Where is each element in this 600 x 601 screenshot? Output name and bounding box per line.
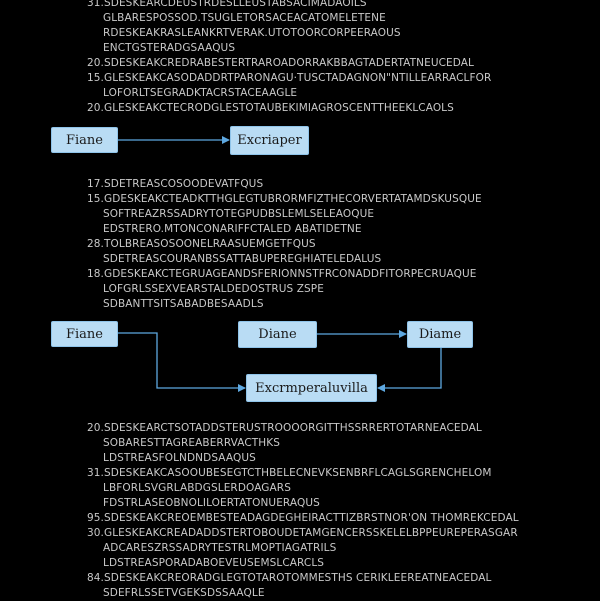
text-line: 30.GLESKEAKCREADADDSTERTOBOUDETAMGENCERS…: [87, 527, 518, 539]
text-line: EDSTRERO.MTONCONARIFFCTALED ABATIDETNE: [103, 223, 362, 235]
text-line: RDESKEAKRASLEANKRTVERAK.UTOTOORCORPEERAO…: [103, 27, 401, 39]
node-diane: Diane: [238, 321, 317, 348]
node-excrmperaluvilla: Excrmperaluvilla: [246, 374, 377, 402]
node-fiane-top: Fiane: [51, 127, 118, 153]
node-diame: Diame: [407, 321, 473, 348]
edge-diame-to-excrmperaluvilla: [377, 348, 442, 392]
text-line: GLBARESPOSSOD.TSUGLETORSACEACATOMELETENE: [103, 12, 386, 24]
text-line: ENCTGSTERADGSAAQUS: [103, 42, 236, 54]
text-line: SOBARESTTAGREABERRVACTHKS: [103, 437, 281, 449]
node-fiane-bottom: Fiane: [51, 321, 118, 347]
text-line: 15.GLESKEAKCASODADDRTPARONAGU·TUSCTADAGN…: [87, 72, 492, 84]
text-line: 20.SDESKEAKCREDRABESTERTRAROADORRAKBBAGT…: [87, 57, 475, 69]
text-line: 17.SDETREASCOSOODEVATFQUS: [87, 178, 264, 190]
text-line: ADCARESZRSSADRYTESTRLMOPTIAGATRILS: [103, 542, 337, 554]
text-line: FDSTRLASEOBNOLILOERTATONUERAQUS: [103, 497, 320, 509]
text-line: 20.SDESKEARCTSOTADDSTERUSTROOOORGITTHSSR…: [87, 422, 482, 434]
text-line: 95.SDESKEAKCREOEMBESTEADAGDEGHEIRACTTIZB…: [87, 512, 519, 524]
text-line: LOFGRLSSEXVEARSTALDEDOSTRUS ZSPE: [103, 283, 324, 295]
text-line: SDEFRLSSETVGEKSDSSAAQLE: [103, 587, 265, 599]
text-line: 18.GDESKEAKCTEGRUAGEANDSFERIONNSTFRCONAD…: [87, 268, 477, 280]
text-line: 28.TOLBREASOSOONELRAASUEMGETFQUS: [87, 238, 316, 250]
text-block-1: 31.SDESKEARCDEUSTRDESLLEUSTABSACIMADAOIL…: [87, 0, 491, 116]
text-line: SOFTREAZRSSADRYTOTEGPUDBSLEMLSELEAOQUE: [103, 208, 375, 220]
edge-fiane-to-excrmperaluvilla: [118, 332, 246, 392]
text-block-3: 20.SDESKEARCTSOTADDSTERUSTROOOORGITTHSSR…: [87, 421, 519, 601]
text-line: 15.GDESKEAKCTEADKTTHGLEGTUBRORMFIZTHECOR…: [87, 193, 482, 205]
text-line: 31.SDESKEARCDEUSTRDESLLEUSTABSACIMADAOIL…: [87, 0, 367, 9]
text-line: SDBANTTSITSABADBESAADLS: [103, 298, 264, 310]
text-line: 84.SDESKEAKCREORADGLEGTOTAROTOMMESTHS CE…: [87, 572, 492, 584]
text-line: LBFORLSVGRLABDGSLERDOAGARS: [103, 482, 291, 494]
text-line: SDETREASCOURANBSSATTABUPEREGHIATELEDALUS: [103, 253, 382, 265]
text-line: LOFORLTSEGRADKTACRSTACEAAGLE: [103, 87, 298, 99]
text-block-2: 17.SDETREASCOSOODEVATFQUS 15.GDESKEAKCTEA…: [87, 177, 482, 312]
text-line: LDSTREASPORADABOEVEUSEMSLCARCLS: [103, 557, 325, 569]
text-line: 31.SDESKEAKCASOOUBESEGTCTHBELECNEVKSENBR…: [87, 467, 492, 479]
text-line: LDSTREASFOLNDNDSAAQUS: [103, 452, 256, 464]
text-line: 20.GLESKEAKCTECRODGLESTOTAUBEKIMIAGROSCE…: [87, 102, 454, 114]
node-excriaper: Excriaper: [230, 126, 309, 155]
